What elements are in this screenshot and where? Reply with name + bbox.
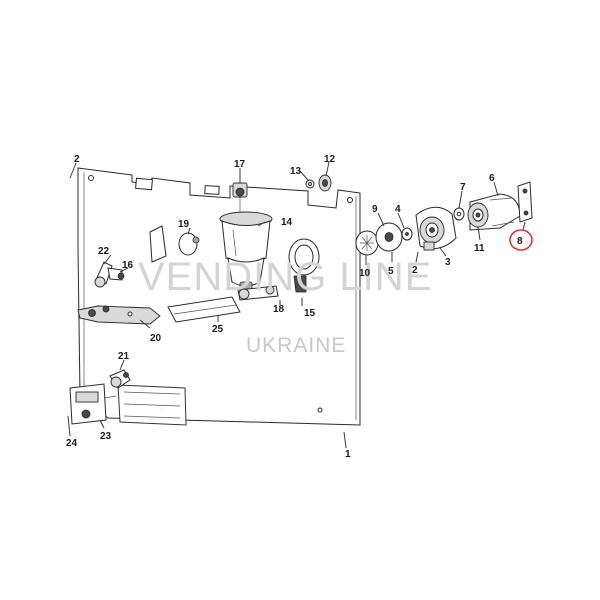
callout-2-right: 2 xyxy=(412,265,418,276)
callout-4: 4 xyxy=(395,204,401,215)
callout-8: 8 xyxy=(517,236,523,247)
control-module xyxy=(69,383,117,425)
callout-1: 1 xyxy=(345,449,351,460)
screw-nut-set xyxy=(305,174,332,192)
mounting-plate xyxy=(77,167,361,426)
callout-16: 16 xyxy=(122,260,134,271)
callout-11: 11 xyxy=(474,243,485,254)
lower-elbow xyxy=(109,369,131,389)
motor-assembly xyxy=(355,181,533,256)
highlight-ring xyxy=(509,229,533,251)
callout-19: 19 xyxy=(178,219,190,230)
drip-chute xyxy=(167,296,241,323)
callout-17: 17 xyxy=(234,159,246,170)
watermark-line2: UKRAINE xyxy=(246,334,346,357)
clamp-ring xyxy=(288,238,320,293)
callout-23: 23 xyxy=(100,431,112,442)
callout-25: 25 xyxy=(212,324,224,335)
valve-components xyxy=(149,225,200,263)
callout-24: 24 xyxy=(66,438,78,449)
callout-2-top: 2 xyxy=(74,154,80,165)
callout-9: 9 xyxy=(372,204,378,215)
callout-14: 14 xyxy=(281,217,293,228)
outlet-tube xyxy=(237,285,279,301)
callout-13: 13 xyxy=(290,166,302,177)
long-bracket xyxy=(77,305,161,325)
callout-6: 6 xyxy=(489,173,495,184)
callout-7: 7 xyxy=(460,182,466,193)
callout-labels: 2 17 13 12 14 19 22 16 15 18 25 20 21 23… xyxy=(66,154,523,460)
top-fitting xyxy=(232,182,248,212)
callout-21: 21 xyxy=(118,351,130,362)
callout-5: 5 xyxy=(388,266,394,277)
callout-20: 20 xyxy=(150,333,162,344)
callout-22: 22 xyxy=(98,246,110,257)
callout-18: 18 xyxy=(273,304,285,315)
callout-15: 15 xyxy=(304,308,316,319)
watermark-line1: VENDING LINE xyxy=(138,255,432,299)
elbow-connector xyxy=(94,261,125,288)
watermark: VENDING LINE UKRAINE xyxy=(138,255,432,357)
callout-10: 10 xyxy=(359,268,371,279)
callout-3: 3 xyxy=(445,257,451,268)
callout-12: 12 xyxy=(324,154,336,165)
leader-lines xyxy=(67,161,526,449)
